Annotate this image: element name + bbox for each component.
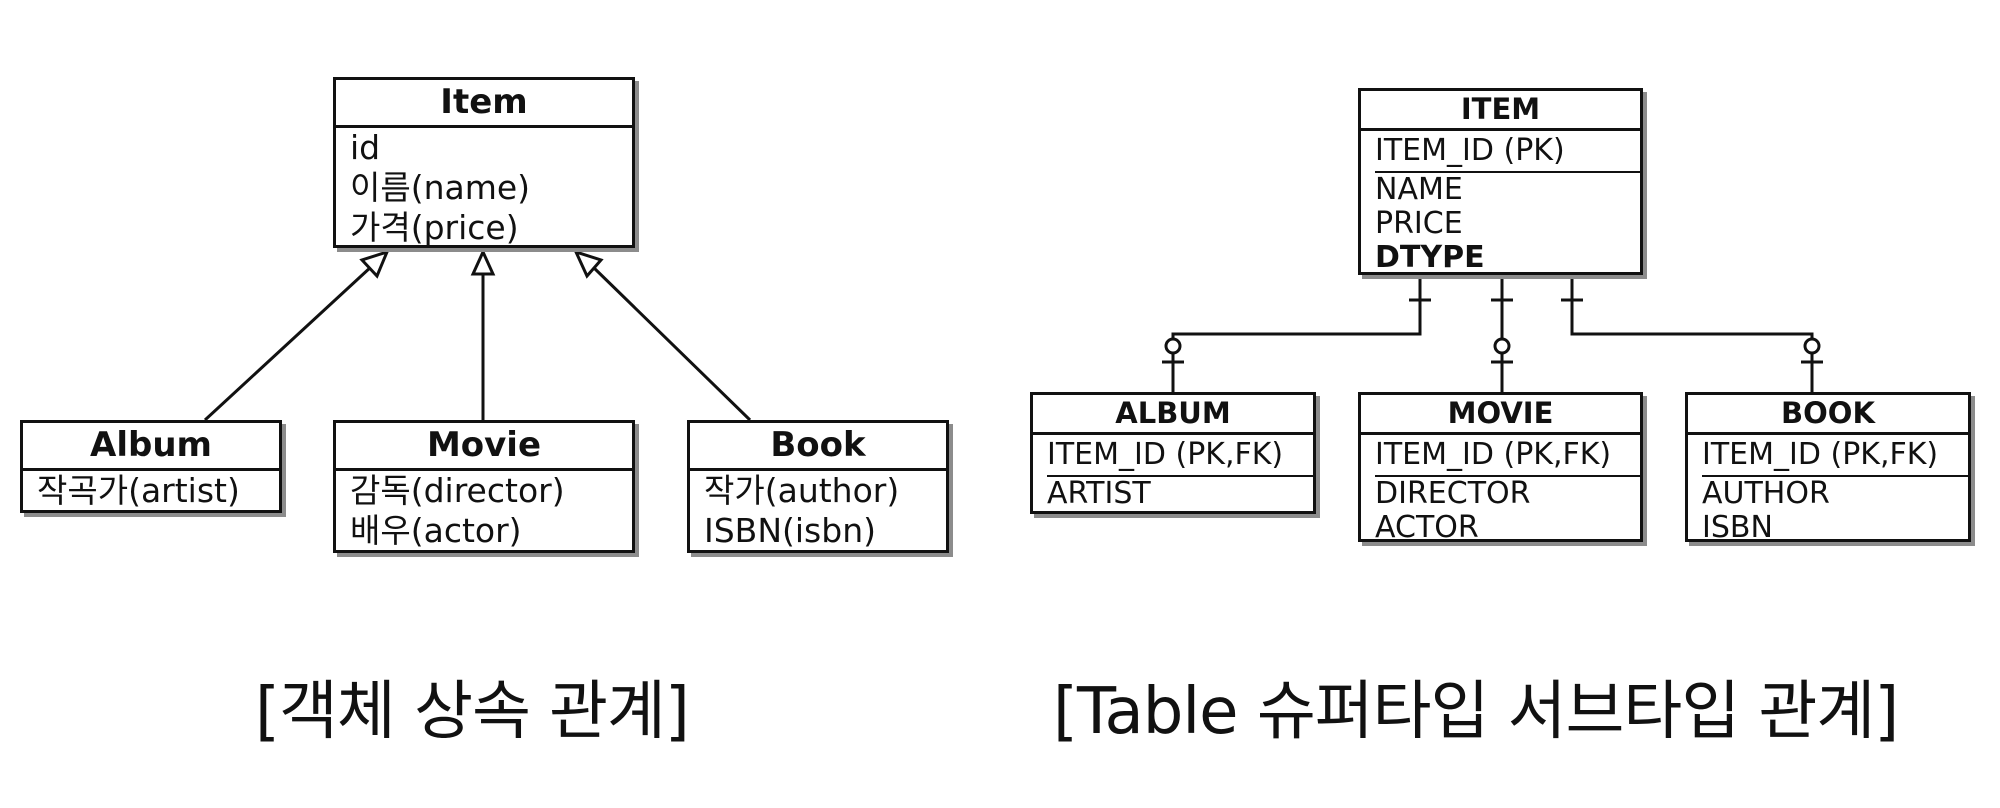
table-movie-title: MOVIE (1361, 395, 1640, 435)
table-movie-col-director: DIRECTOR (1375, 476, 1531, 511)
class-item-title: Item (336, 80, 632, 128)
table-album-title: ALBUM (1033, 395, 1313, 435)
table-movie-box: MOVIE ITEM_ID (PK,FK) DIRECTOR ACTOR (1358, 392, 1643, 545)
class-book-title: Book (690, 423, 946, 471)
class-album-fields: 작곡가(artist) (23, 471, 279, 511)
class-book-field-isbn: ISBN(isbn) (704, 511, 876, 550)
table-book-title: BOOK (1688, 395, 1968, 435)
inheritance-arrowhead-book (573, 249, 604, 279)
class-item-field-id: id (350, 128, 381, 167)
table-movie-pk: ITEM_ID (PK,FK) (1375, 435, 1640, 477)
table-diagram-caption: [Table 슈퍼타입 서브타입 관계] (1053, 675, 1899, 749)
relation-line-book (1570, 275, 1814, 339)
table-book-box: BOOK ITEM_ID (PK,FK) AUTHOR ISBN (1685, 392, 1971, 545)
class-movie-field-actor: 배우(actor) (350, 511, 522, 550)
class-album-box: Album 작곡가(artist) (20, 420, 282, 513)
relation-zero-movie (1493, 337, 1511, 355)
class-item-field-name: 이름(name) (350, 168, 531, 207)
table-item-col-price: PRICE (1375, 206, 1463, 241)
table-movie-col-actor: ACTOR (1375, 510, 1479, 545)
class-movie-field-director: 감독(director) (350, 471, 565, 510)
class-book-field-author: 작가(author) (704, 471, 900, 510)
inheritance-line-book (590, 264, 752, 422)
class-movie-box: Movie 감독(director) 배우(actor) (333, 420, 635, 553)
table-item-col-dtype: DTYPE (1375, 240, 1485, 275)
table-item-box: ITEM ITEM_ID (PK) NAME PRICE DTYPE (1358, 88, 1643, 275)
table-album-col-artist: ARTIST (1047, 476, 1151, 511)
inheritance-line-album (203, 264, 374, 422)
class-item-fields: id 이름(name) 가격(price) (336, 128, 632, 248)
inheritance-arrowhead-movie (470, 248, 496, 276)
class-book-box: Book 작가(author) ISBN(isbn) (687, 420, 949, 553)
table-album-pk: ITEM_ID (PK,FK) (1047, 435, 1313, 477)
table-book-col-author: AUTHOR (1702, 476, 1830, 511)
class-item-field-price: 가격(price) (350, 208, 519, 247)
class-album-title: Album (23, 423, 279, 471)
class-item-box: Item id 이름(name) 가격(price) (333, 77, 635, 248)
class-album-field-artist: 작곡가(artist) (37, 471, 240, 510)
relation-zero-album (1164, 337, 1182, 355)
class-diagram-caption: [객체 상속 관계] (255, 675, 690, 749)
relation-line-album (1171, 275, 1422, 339)
inheritance-arrowhead-album (359, 249, 390, 279)
table-movie-columns: ITEM_ID (PK,FK) DIRECTOR ACTOR (1361, 435, 1640, 545)
class-movie-title: Movie (336, 423, 632, 471)
table-book-col-isbn: ISBN (1702, 510, 1773, 545)
table-book-pk: ITEM_ID (PK,FK) (1702, 435, 1968, 477)
table-album-columns: ITEM_ID (PK,FK) ARTIST (1033, 435, 1313, 511)
table-item-title: ITEM (1361, 91, 1640, 131)
relation-zero-book (1803, 337, 1821, 355)
table-item-pk: ITEM_ID (PK) (1375, 131, 1640, 173)
table-item-columns: ITEM_ID (PK) NAME PRICE DTYPE (1361, 131, 1640, 275)
table-book-columns: ITEM_ID (PK,FK) AUTHOR ISBN (1688, 435, 1968, 545)
table-item-col-name: NAME (1375, 172, 1463, 207)
table-album-box: ALBUM ITEM_ID (PK,FK) ARTIST (1030, 392, 1316, 514)
class-book-fields: 작가(author) ISBN(isbn) (690, 471, 946, 551)
class-movie-fields: 감독(director) 배우(actor) (336, 471, 632, 551)
